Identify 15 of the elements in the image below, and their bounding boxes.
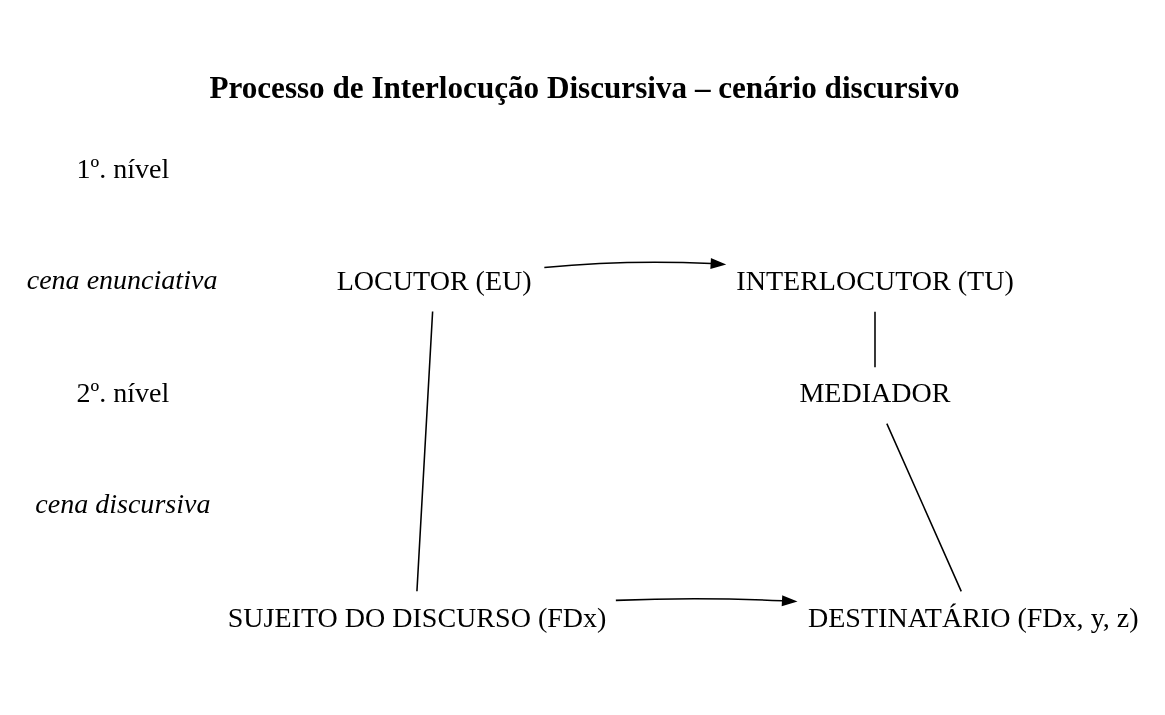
node-text: LOCUTOR (EU): [336, 264, 532, 296]
node-text: SUJEITO DO DISCURSO (FDx): [227, 601, 607, 633]
arrow: [615, 594, 798, 606]
connector: [416, 310, 434, 592]
label: 2º. nível: [76, 376, 170, 408]
connector: [886, 422, 963, 592]
arrow: [543, 257, 727, 269]
node-text: DESTINATÁRIO (FDx, y, z): [808, 601, 1139, 633]
connector: [874, 310, 876, 368]
node-text: INTERLOCUTOR (TU): [736, 264, 1014, 296]
label: 1º. nível: [76, 152, 170, 184]
label: cena discursiva: [35, 487, 211, 519]
node-text: MEDIADOR: [799, 376, 951, 408]
diagram-title: Processo de Interlocução Discursiva – cenário discursivo: [209, 69, 960, 105]
label: cena enunciativa: [26, 263, 218, 295]
